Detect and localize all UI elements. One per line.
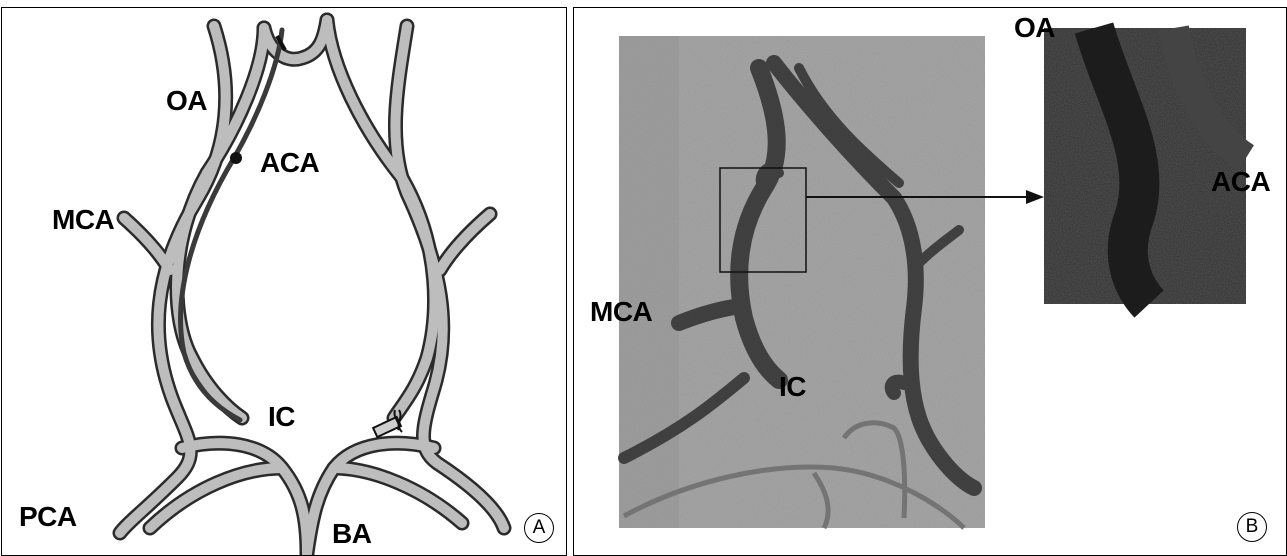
label-ic: IC: [268, 403, 295, 431]
vessel-photograph: [574, 8, 1287, 556]
panel-letter-b: B: [1237, 512, 1267, 542]
label-aca: ACA: [1211, 168, 1270, 196]
photo-main: [619, 36, 985, 528]
label-aca: ACA: [260, 149, 319, 177]
label-ic: IC: [779, 373, 806, 401]
panel-a-schematic: OA ACA MCA IC PCA BA A: [1, 7, 567, 556]
label-oa: OA: [166, 87, 207, 115]
catheter-entry-dot: [230, 152, 242, 164]
label-oa: OA: [1014, 14, 1055, 42]
schematic-vessels: [2, 8, 567, 556]
label-mca: MCA: [52, 206, 114, 234]
label-ba: BA: [332, 520, 371, 548]
label-pca: PCA: [19, 503, 77, 531]
panel-letter-a: A: [524, 513, 554, 543]
panel-b-photograph: OA ACA MCA IC B: [573, 7, 1287, 556]
label-mca: MCA: [590, 298, 652, 326]
